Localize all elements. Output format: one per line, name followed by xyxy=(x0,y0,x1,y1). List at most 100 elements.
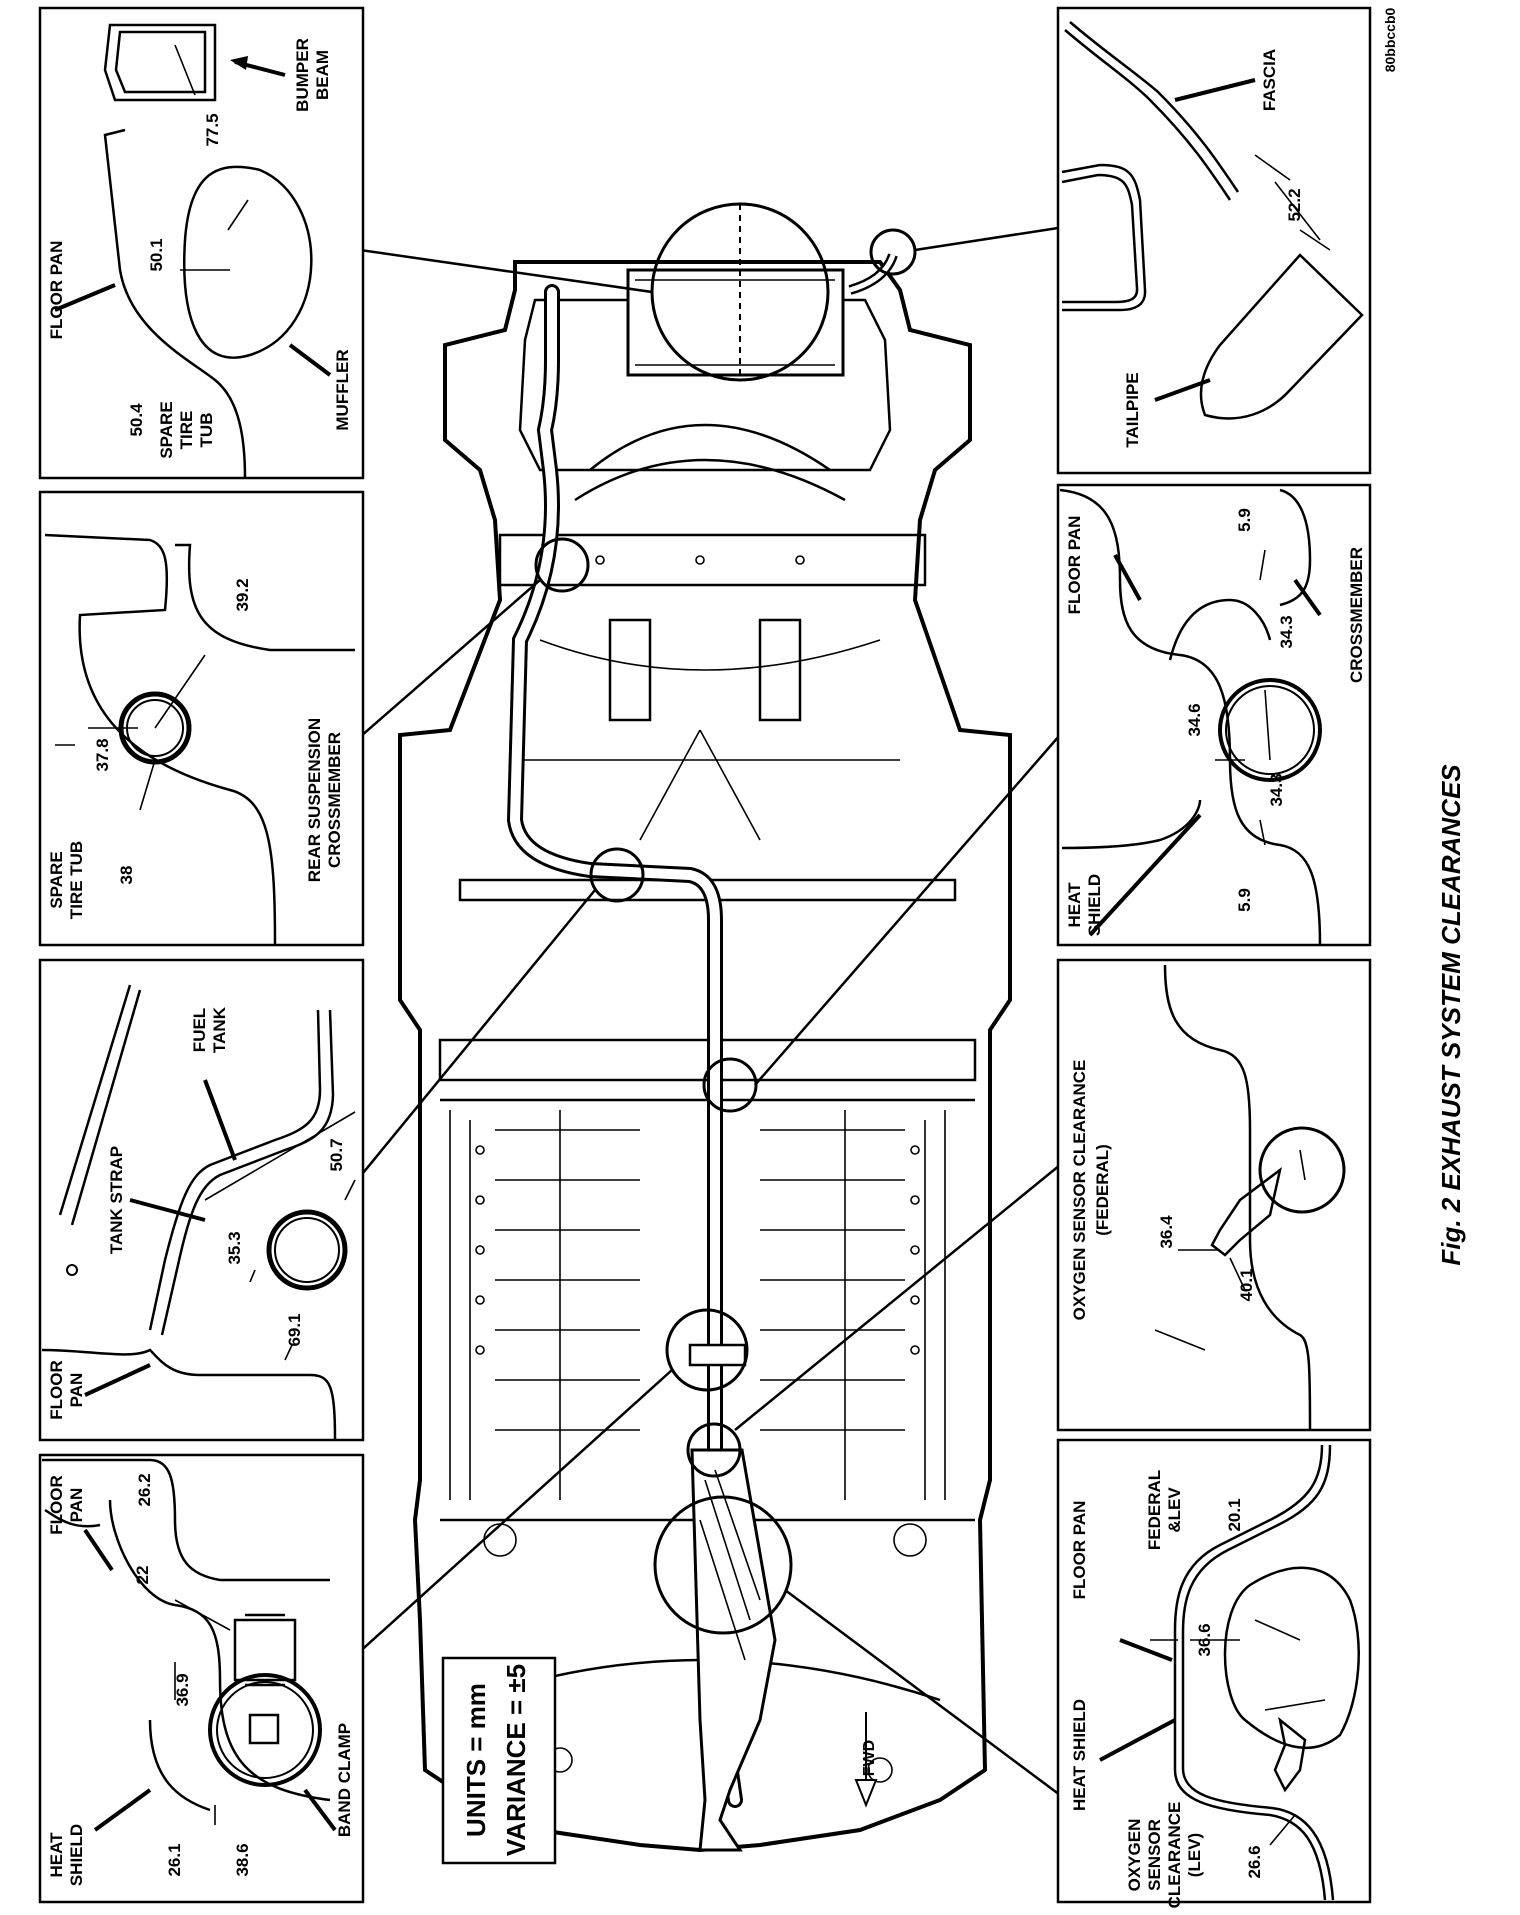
label-bumper: BUMPER xyxy=(293,38,312,112)
value-34-6: 34.6 xyxy=(1185,703,1204,736)
value-38-6: 38.6 xyxy=(233,1843,252,1876)
label-fuel: FUEL xyxy=(190,1008,209,1052)
value-77-5: 77.5 xyxy=(203,113,222,146)
value-34-3-top: 34.3 xyxy=(1277,615,1296,648)
panel-band-clamp: FLOOR PAN HEAT SHIELD BAND CLAMP 26.2 22… xyxy=(38,1453,365,1904)
label-muffler: MUFFLER xyxy=(333,349,352,430)
value-36-4: 36.4 xyxy=(1157,1215,1176,1249)
pipe-section xyxy=(1218,678,1322,782)
value-36-9: 36.9 xyxy=(173,1673,192,1706)
label-floor-pan: FLOOR PAN xyxy=(1065,516,1084,615)
label-tailpipe: TAILPIPE xyxy=(1123,372,1142,447)
label-spare: SPARE xyxy=(47,851,66,908)
callout-band-clamp xyxy=(665,1308,749,1392)
value-26-6: 26.6 xyxy=(1245,1845,1264,1878)
units-box: UNITS = mm VARIANCE = ±5 xyxy=(441,1656,557,1865)
label-sensor: SENSOR xyxy=(1145,1819,1164,1891)
callout-fuel-tank xyxy=(589,847,645,903)
label-tire-tub: TIRE TUB xyxy=(67,841,86,919)
pipe-section xyxy=(1258,1126,1346,1214)
label-clearance: CLEARANCE xyxy=(1165,1802,1184,1909)
panel-oxygen-lev: FLOOR PAN FEDERAL &LEV HEAT SHIELD OXYGE… xyxy=(1056,1438,1372,1909)
label-crossmember: CROSSMEMBER xyxy=(1347,547,1366,683)
panel-muffler: BUMPER BEAM FLOOR PAN SPARE TIRE TUB MUF… xyxy=(38,6,365,480)
callout-oxygen-lev xyxy=(653,1495,793,1635)
panel-crossmember: FLOOR PAN CROSSMEMBER HEAT SHIELD 5.9 34… xyxy=(1056,483,1372,947)
value-37-8: 37.8 xyxy=(93,738,112,771)
value-34-3-bottom: 34.3 xyxy=(1267,773,1286,806)
muffler-shape xyxy=(183,165,313,359)
floor-ribs-right xyxy=(760,1110,946,1500)
label-shield: SHIELD xyxy=(1085,874,1104,936)
label-and-lev: &LEV xyxy=(1165,1487,1184,1533)
value-20-1: 20.1 xyxy=(1225,1498,1244,1531)
exhaust-pipe xyxy=(506,253,898,1852)
label-tank-strap: TANK STRAP xyxy=(107,1146,126,1254)
label-heat: HEAT xyxy=(47,1832,66,1878)
converter-shape xyxy=(1223,1566,1360,1750)
pipe-section xyxy=(266,1209,348,1291)
vehicle-underbody: FWD UNITS = mm VARIANCE = ±5 xyxy=(344,202,1061,1865)
label-tub: TUB xyxy=(197,413,216,448)
label-beam: BEAM xyxy=(313,50,332,100)
figure-caption: Fig. 2 EXHAUST SYSTEM CLEARANCES xyxy=(1436,764,1466,1266)
callout-circles xyxy=(534,202,917,1635)
leader-lines xyxy=(344,226,1061,1797)
value-39-2: 39.2 xyxy=(233,578,252,611)
panel-oxygen-federal: OXYGEN SENSOR CLEARANCE (FEDERAL) 36.4 4… xyxy=(1056,958,1372,1432)
floor-ribs-left xyxy=(449,1110,640,1500)
label-fascia: FASCIA xyxy=(1260,49,1279,111)
callout-rear-crossmember xyxy=(534,537,590,593)
label-spare: SPARE xyxy=(157,401,176,458)
value-38: 38 xyxy=(117,866,136,885)
label-heat: HEAT xyxy=(1065,882,1084,928)
panel-rear-suspension: SPARE TIRE TUB REAR SUSPENSION CROSSMEMB… xyxy=(38,490,365,947)
label-rear-suspension: REAR SUSPENSION xyxy=(305,718,324,882)
value-35-3: 35.3 xyxy=(225,1231,244,1264)
callout-tailpipe xyxy=(869,228,917,276)
label-pan: PAN xyxy=(67,1373,86,1408)
panel-fuel-tank: FUEL TANK TANK STRAP FLOOR PAN 50.7 35.3… xyxy=(38,958,365,1442)
label-floor-pan: FLOOR PAN xyxy=(47,241,66,340)
label-lev: (LEV) xyxy=(1185,1833,1204,1877)
label-pan: PAN xyxy=(67,1488,86,1523)
fwd-arrow: FWD xyxy=(854,1712,878,1808)
fwd-label: FWD xyxy=(861,1740,878,1776)
value-22: 22 xyxy=(133,1566,152,1585)
label-crossmember: CROSSMEMBER xyxy=(325,732,344,868)
value-40-1: 40.1 xyxy=(1237,1268,1256,1301)
value-69-1: 69.1 xyxy=(285,1313,304,1346)
label-federal: (FEDERAL) xyxy=(1093,1144,1112,1236)
value-36-6: 36.6 xyxy=(1195,1623,1214,1656)
label-heat-shield: HEAT SHIELD xyxy=(1070,1699,1089,1811)
units-text: UNITS = mm xyxy=(461,1683,491,1837)
label-tank: TANK xyxy=(210,1006,229,1053)
label-federal: FEDERAL xyxy=(1145,1470,1164,1550)
value-50-4: 50.4 xyxy=(127,403,146,437)
callout-oxygen-federal xyxy=(686,1422,742,1478)
label-floor: FLOOR xyxy=(47,1360,66,1420)
figure-code: 80bbccb0 xyxy=(1382,7,1398,72)
label-oxygen: OXYGEN xyxy=(1125,1819,1144,1892)
label-floor-pan: FLOOR PAN xyxy=(1070,1501,1089,1600)
catalytic-converter xyxy=(690,1448,777,1852)
muffler xyxy=(626,268,845,377)
value-5-9-top: 5.9 xyxy=(1235,508,1254,532)
tailpipe-shape xyxy=(1199,253,1364,420)
label-oxygen-sensor-clearance: OXYGEN SENSOR CLEARANCE xyxy=(1070,1060,1089,1321)
variance-text: VARIANCE = ±5 xyxy=(501,1664,531,1856)
value-5-9-bottom: 5.9 xyxy=(1235,888,1254,912)
label-tire: TIRE xyxy=(177,411,196,450)
value-50-7: 50.7 xyxy=(327,1138,346,1171)
label-band-clamp: BAND CLAMP xyxy=(335,1723,354,1837)
label-floor: FLOOR xyxy=(47,1475,66,1535)
bumper-beam xyxy=(103,23,217,102)
value-26-2: 26.2 xyxy=(135,1473,154,1506)
panel-tailpipe: FASCIA TAILPIPE 52.2 xyxy=(1056,6,1372,475)
band-clamp-ring xyxy=(208,1673,322,1787)
value-50-1: 50.1 xyxy=(147,238,166,271)
value-52-2: 52.2 xyxy=(1285,188,1304,221)
value-26-1: 26.1 xyxy=(165,1843,184,1876)
